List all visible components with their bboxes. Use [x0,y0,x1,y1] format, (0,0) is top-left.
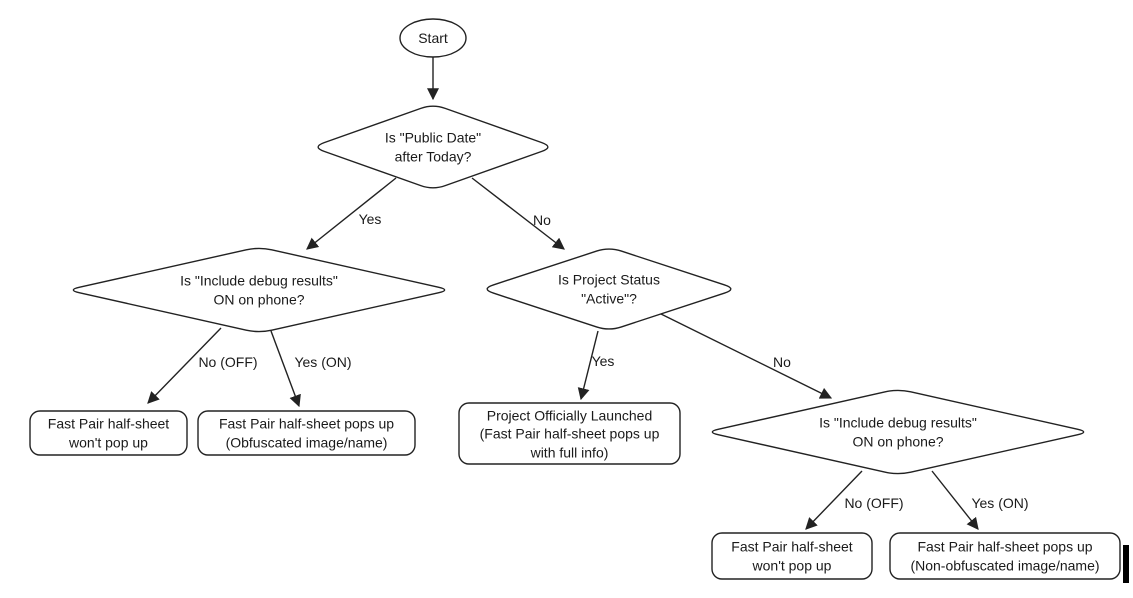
edge-label: No [533,212,551,228]
label-line: (Fast Pair half-sheet pops up [479,425,660,442]
text-cursor-bar [1123,545,1129,583]
label-line: (Obfuscated image/name) [225,434,388,450]
edge-arrow [270,330,301,408]
label-line: Start [418,29,448,46]
node-outcome-obfuscated-shape [197,410,416,456]
label-line: Fast Pair half-sheet [47,415,170,432]
node-decision-public-date-label: Is "Public Date" after Today? [385,129,481,166]
label-line: after Today? [394,148,472,164]
label-line: ON on phone? [213,291,305,307]
label-line: Project Officially Launched [486,406,653,423]
label-line: ON on phone? [852,433,944,449]
edge-arrow [660,313,833,399]
node-decision-public-date-shape [317,105,549,189]
node-outcome-launched-shape [458,402,681,465]
edge-label: Yes [358,211,382,227]
label-line: Is Project Status [558,271,660,288]
label-line: Is "Include debug results" [180,272,338,289]
node-outcome-obfuscated-label: Fast Pair half-sheet pops up (Obfuscated … [219,415,394,452]
node-decision-project-status-shape [486,248,732,330]
edge-label: No (OFF) [844,495,904,511]
node-outcome-no-popup-left-shape [29,410,188,456]
edge-arrow [931,470,979,530]
edge-arrow [306,177,397,250]
node-decision-debug-left-label: Is "Include debug results" ON on phone? [180,272,338,309]
label-line: won't pop up [752,557,832,573]
node-start-label: Start [418,29,448,48]
label-line: Is "Include debug results" [819,414,977,431]
edge-label: Yes (ON) [971,495,1029,511]
edge-label: Yes (ON) [294,354,352,370]
node-decision-debug-left-shape [72,247,446,333]
node-outcome-no-popup-left-label: Fast Pair half-sheet won't pop up [48,415,169,452]
label-line: won't pop up [69,434,148,450]
edge-arrow [147,327,222,404]
edge-label: Yes [591,353,615,369]
edge-label: No [773,354,791,370]
label-line: Fast Pair half-sheet pops up [218,415,395,432]
edge-arrow [471,177,565,250]
label-line: Fast Pair half-sheet [731,538,853,555]
label-line: Is "Public Date" [384,129,482,146]
node-decision-debug-right-shape [711,389,1085,475]
label-line: Fast Pair half-sheet pops up [917,538,1093,555]
node-decision-debug-right-label: Is "Include debug results" ON on phone? [819,414,977,451]
node-outcome-non-obfuscated-shape [889,532,1121,580]
node-outcome-launched-label: Project Officially Launched (Fast Pair ha… [480,406,660,462]
label-line: (Non-obfuscated image/name) [910,557,1100,573]
label-line: with full info) [530,443,609,460]
node-decision-project-status-label: Is Project Status "Active"? [558,271,660,308]
edge-arrow [805,470,863,530]
edge-label: No (OFF) [198,354,258,370]
node-outcome-no-popup-right-label: Fast Pair half-sheet won't pop up [731,538,852,575]
node-outcome-non-obfuscated-label: Fast Pair half-sheet pops up (Non-obfusca… [910,538,1099,575]
label-line: "Active"? [581,290,637,306]
node-outcome-no-popup-right-shape [711,532,873,580]
edge-arrow [577,330,599,401]
